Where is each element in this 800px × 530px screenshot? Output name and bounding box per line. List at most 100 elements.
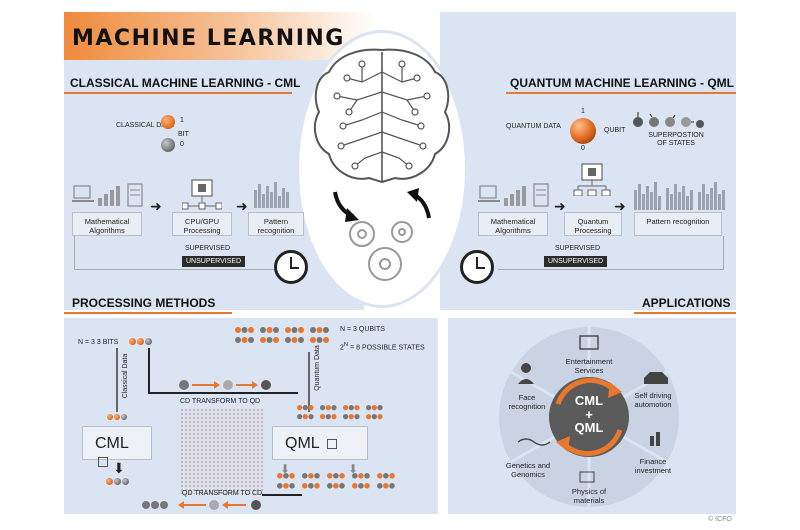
qd-transform-label: QD TRANSFORM TO CD <box>182 490 263 497</box>
qubit-state-ball <box>389 473 395 479</box>
cd-transform-balls <box>179 380 271 390</box>
qubit-state-ball <box>314 473 320 479</box>
dotted-zone <box>180 408 264 494</box>
center-cml: CML <box>574 393 604 408</box>
qubit-one-label: 1 <box>581 108 585 115</box>
pattern-bars-icon <box>254 182 289 208</box>
qubit-state-ball <box>235 327 241 333</box>
qubit-state-ball <box>316 337 323 343</box>
qubit-state-ball <box>366 405 372 411</box>
qubit-state-ball <box>366 414 372 420</box>
qubit-state-ball <box>352 483 358 489</box>
qubit-state-ball <box>348 414 354 420</box>
arrow-right-icon: ➜ <box>150 198 162 214</box>
qubit-state-ball <box>331 414 337 420</box>
qubit-state-ball <box>308 405 314 411</box>
bit-ball <box>122 478 129 485</box>
desk-chart-icon <box>72 183 143 207</box>
qubit-state-ball <box>297 405 303 411</box>
bit-one-ball <box>161 115 175 129</box>
cml-unsupervised-tag: UNSUPERVISED <box>182 256 246 267</box>
qml-quantum-data-label: QUANTUM DATA <box>506 123 561 130</box>
qubit-state-ball <box>248 327 254 333</box>
arrow-down-icon: ⬇ <box>113 460 125 476</box>
qubit-state-ball <box>241 337 248 343</box>
qml-unsupervised-tag: UNSUPERVISED <box>544 256 608 267</box>
qubit-state-ball <box>333 473 339 479</box>
qubit-state-ball <box>320 414 326 420</box>
qubit-state-ball <box>308 483 314 489</box>
qubit-state-ball <box>283 483 289 489</box>
cd-transform-label: CD TRANSFORM TO QD <box>180 398 261 405</box>
cml-step-pattern: Pattern recognition <box>248 212 304 236</box>
qubit-state-ball <box>325 414 331 420</box>
bit-ball <box>129 338 136 345</box>
qubit-state-ball <box>339 473 345 479</box>
qubit-state-ball <box>289 473 295 479</box>
credit-label: © ICFO <box>708 516 732 523</box>
qubit-state-ball <box>320 405 326 411</box>
bit-ball <box>145 338 152 345</box>
qml-section-title: QUANTUM MACHINE LEARNING - QML <box>510 76 734 90</box>
cml-box: CML <box>82 426 152 467</box>
qubit-state-ball <box>327 473 333 479</box>
arrow-right-icon: ➜ <box>554 198 566 214</box>
qubit-state-ball <box>266 327 273 333</box>
bit-zero-ball <box>161 138 175 152</box>
n-qubits-label: N = 3 QUBITS <box>340 326 385 333</box>
qubit-state-ball <box>310 327 316 333</box>
qml-box: QML <box>272 426 368 460</box>
bit-ball <box>114 414 120 420</box>
cml-step-cpu: CPU/GPU Processing <box>172 212 232 236</box>
center-qml: QML <box>574 420 604 436</box>
center-label: CML + QML <box>569 394 609 435</box>
chip-icon <box>98 457 108 467</box>
qml-step-quantum: Quantum Processing <box>564 212 622 236</box>
bit-label: BIT <box>178 131 189 138</box>
qubit-state-ball <box>273 327 279 333</box>
states-base: 2 <box>340 344 344 352</box>
bit-ball <box>114 478 121 485</box>
cml-supervised-tag: SUPERVISED <box>185 245 230 252</box>
qubit-state-ball <box>260 337 266 343</box>
states-exp: N <box>343 342 349 348</box>
bit-one-label: 1 <box>180 117 184 124</box>
qubit-state-ball <box>308 473 314 479</box>
qubit-state-ball <box>383 473 389 479</box>
qubit-state-ball <box>302 483 308 489</box>
qubit-state-ball <box>260 327 266 333</box>
cd-path-line <box>148 392 298 394</box>
qubit-state-ball <box>291 337 298 343</box>
superposition-label: SUPERPOSTION OF STATES <box>648 132 704 148</box>
qubit-states-grid <box>297 405 383 420</box>
qubit-state-ball <box>283 473 289 479</box>
cml-box-label: CML <box>95 435 129 452</box>
qubit-label: QUBIT <box>604 127 626 134</box>
chip-icon <box>326 439 337 449</box>
app-finance: Finance investment <box>634 457 672 475</box>
quantum-data-line <box>308 352 310 412</box>
qubit-state-ball <box>302 414 308 420</box>
clock-icon <box>460 250 494 284</box>
qubit-state-ball <box>323 337 329 343</box>
qubit-state-ball <box>277 483 283 489</box>
brain-icon <box>313 48 451 281</box>
quantum-processor-icon <box>573 163 611 196</box>
qml-step-pattern: Pattern recognition <box>634 212 722 236</box>
cd-path-line <box>148 348 150 394</box>
bit-zero-label: 0 <box>180 141 184 148</box>
bit-ball <box>107 414 113 420</box>
qubit-state-ball <box>331 405 337 411</box>
qubit-state-ball <box>316 327 323 333</box>
applications-section-title: APPLICATIONS <box>642 296 731 310</box>
app-physics: Physics of materials <box>571 487 607 505</box>
classical-data-line <box>116 348 118 412</box>
bit-ball <box>137 338 144 345</box>
bit-ball <box>121 414 127 420</box>
classical-data-vertical-label: Classical Data <box>121 353 129 399</box>
clock-icon <box>274 250 308 284</box>
cml-step-math: Mathematical Algorithms <box>72 212 142 236</box>
qubit-state-ball <box>314 483 320 489</box>
qml-underline <box>506 92 736 94</box>
arrow-right-icon: ➜ <box>614 198 626 214</box>
